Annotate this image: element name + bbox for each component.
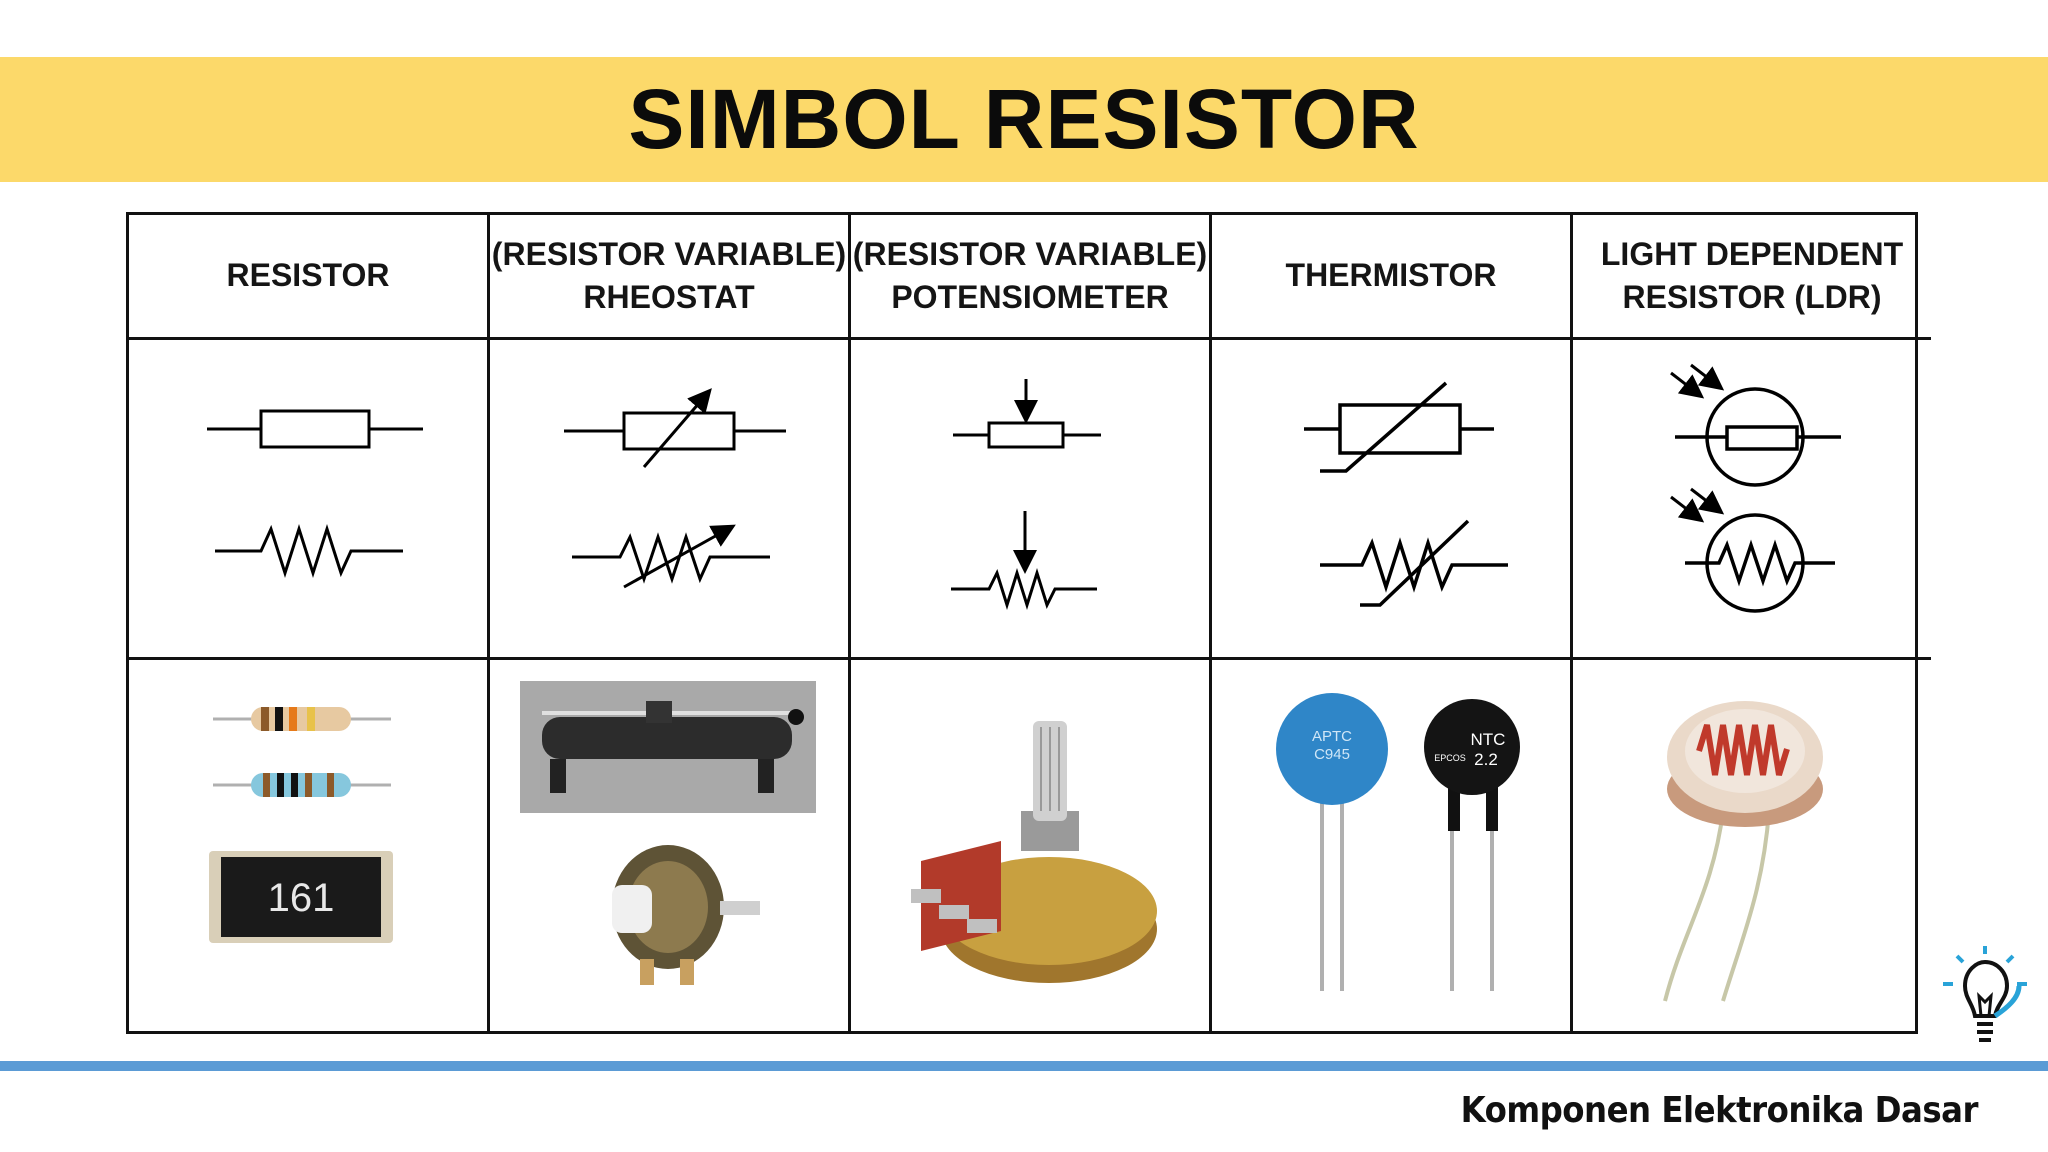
thermistor-box-symbol bbox=[1304, 381, 1494, 473]
rheostat-symbols bbox=[564, 387, 786, 588]
header-thermistor: THERMISTOR bbox=[1212, 215, 1573, 340]
rheostat-box-symbol bbox=[564, 387, 786, 468]
title-banner: SIMBOL RESISTOR bbox=[0, 57, 2048, 182]
symbol-cell-ldr bbox=[1573, 340, 1931, 660]
potensiometer-photo bbox=[911, 720, 1157, 983]
ptc-label-2: C945 bbox=[1314, 746, 1350, 763]
photo-cell-ldr bbox=[1573, 660, 1931, 1031]
potensiometer-symbols bbox=[951, 378, 1101, 610]
header-line: (RESISTOR VARIABLE) bbox=[491, 235, 847, 272]
header-ldr: LIGHT DEPENDENT RESISTOR (LDR) bbox=[1573, 215, 1931, 340]
header-line: LIGHT DEPENDENT bbox=[1600, 235, 1904, 272]
slide-rheostat-image bbox=[520, 680, 816, 813]
ntc-brand: EPCOS bbox=[1434, 753, 1466, 763]
header-rheostat: (RESISTOR VARIABLE) RHEOSTAT bbox=[490, 215, 851, 340]
rheostat-photos bbox=[520, 680, 816, 985]
smd-resistor-image: 161 bbox=[209, 850, 393, 943]
ntc-label-1: NTC bbox=[1471, 730, 1506, 749]
thermistor-photos: APTC C945 NTC 2.2 EPCOS bbox=[1276, 692, 1520, 991]
rheostat-zigzag-symbol bbox=[572, 524, 770, 588]
potensiometer-image bbox=[911, 720, 1157, 983]
header-line: (RESISTOR VARIABLE) bbox=[852, 235, 1208, 272]
axial-resistor-beige-image bbox=[213, 706, 391, 731]
resistor-box-symbol bbox=[207, 409, 423, 448]
header-line: POTENSIOMETER bbox=[891, 279, 1169, 315]
resistor-zigzag-symbol bbox=[215, 523, 403, 578]
header-line: RESISTOR (LDR) bbox=[1622, 279, 1882, 315]
thermistor-zigzag-symbol bbox=[1320, 519, 1508, 607]
footer-label: Komponen Elektronika Dasar bbox=[1460, 1090, 1979, 1131]
symbol-cell-rheostat bbox=[490, 340, 851, 660]
lightbulb-logo-icon bbox=[1943, 946, 2027, 1042]
footer-divider bbox=[0, 1061, 2048, 1071]
ldr-photo bbox=[1663, 700, 1823, 1002]
ldr-image bbox=[1663, 700, 1823, 1002]
potensiometer-zigzag-symbol bbox=[951, 510, 1097, 610]
ldr-box-symbol bbox=[1670, 363, 1841, 487]
photo-cell-rheostat bbox=[490, 660, 851, 1031]
symbol-cell-resistor bbox=[129, 340, 490, 660]
header-potensiometer: (RESISTOR VARIABLE) POTENSIOMETER bbox=[851, 215, 1212, 340]
ptc-label-1: APTC bbox=[1312, 728, 1352, 745]
potensiometer-box-symbol bbox=[953, 378, 1101, 448]
ntc-label-2: 2.2 bbox=[1474, 750, 1498, 769]
ntc-thermistor-image: NTC 2.2 EPCOS bbox=[1424, 698, 1520, 991]
ldr-zigzag-symbol bbox=[1670, 487, 1835, 613]
symbol-cell-potensiometer bbox=[851, 340, 1212, 660]
resistor-symbols bbox=[207, 409, 423, 578]
smd-code: 161 bbox=[268, 876, 335, 920]
header-resistor: RESISTOR bbox=[129, 215, 490, 340]
ldr-symbols bbox=[1670, 363, 1841, 613]
rotary-rheostat-image bbox=[612, 844, 760, 985]
photo-cell-potensiometer bbox=[851, 660, 1212, 1031]
page-title: SIMBOL RESISTOR bbox=[628, 72, 1420, 166]
header-line: THERMISTOR bbox=[1285, 257, 1497, 294]
ptc-thermistor-image: APTC C945 bbox=[1276, 692, 1388, 991]
resistor-photos: 161 bbox=[209, 706, 393, 943]
photo-cell-thermistor: APTC C945 NTC 2.2 EPCOS bbox=[1212, 660, 1573, 1031]
symbol-cell-thermistor bbox=[1212, 340, 1573, 660]
header-line: RHEOSTAT bbox=[583, 279, 755, 315]
thermistor-symbols bbox=[1304, 381, 1508, 607]
photo-cell-resistor: 161 bbox=[129, 660, 490, 1031]
header-line: RESISTOR bbox=[226, 257, 390, 294]
resistor-symbol-table: RESISTOR (RESISTOR VARIABLE) RHEOSTAT (R… bbox=[126, 212, 1931, 1034]
axial-resistor-blue-image bbox=[213, 772, 391, 797]
